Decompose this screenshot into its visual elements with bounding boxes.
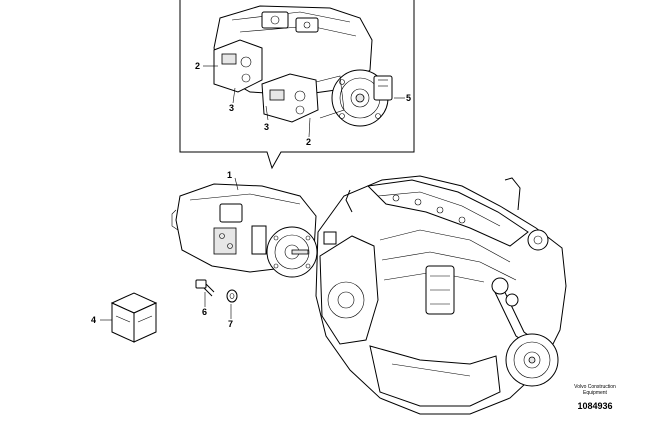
callout-5: 5 [406,93,411,103]
callout-4: 4 [91,315,96,325]
callout-2-lower: 2 [306,137,311,147]
callout-3-upper: 3 [229,103,234,113]
washer-7 [226,289,238,303]
callout-1: 1 [227,170,232,180]
inset-leader-lines [203,65,405,138]
callout-6: 6 [202,307,207,317]
parts-kit-box [110,292,158,343]
bolt-6 [195,279,215,297]
document-number: 1084936 [577,401,613,411]
main-pump-drawing [171,183,318,278]
publisher-credit: Volvo Construction Equipment [560,384,630,396]
detail-inset-frame [179,0,415,170]
engine-drawing [315,175,567,415]
publisher-line-2: Equipment [583,390,607,396]
callout-2-upper: 2 [195,61,200,71]
detail-pump-drawing [213,5,393,127]
leader-1 [234,177,239,191]
publisher-line-1: Volvo Construction [574,384,616,390]
callout-7: 7 [228,319,233,329]
detail-inset [179,0,415,170]
callout-labels: 2 3 3 2 5 1 4 6 7 [91,61,411,329]
callout-3-lower: 3 [264,122,269,132]
